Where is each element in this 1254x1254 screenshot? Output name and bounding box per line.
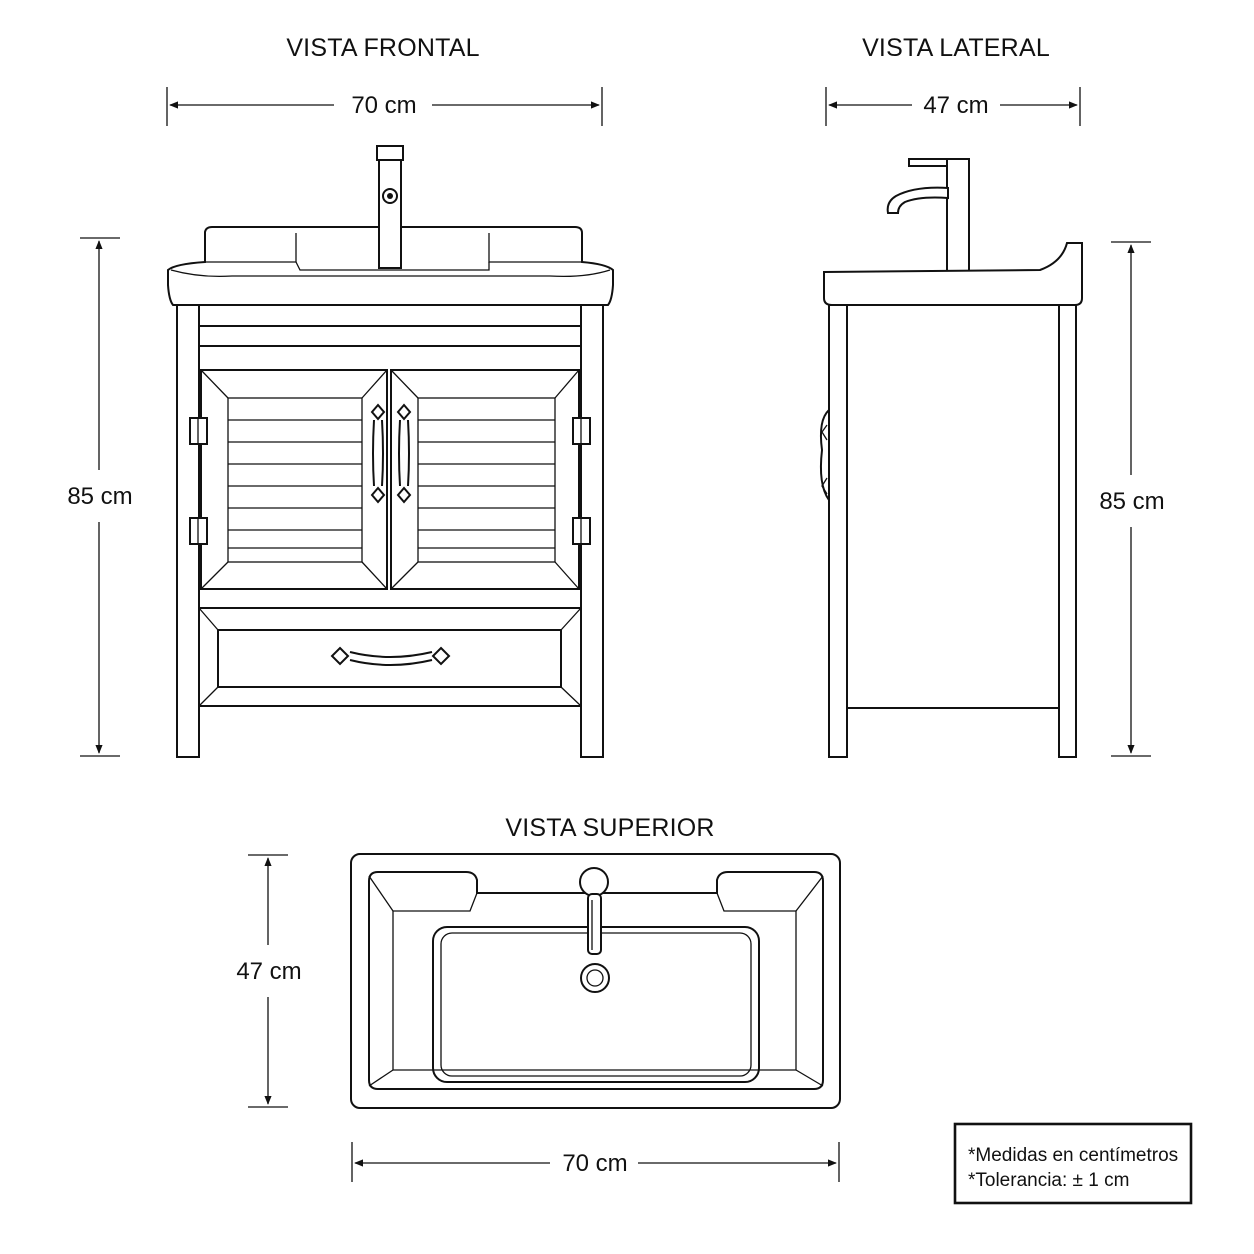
front-right-door (390, 369, 580, 590)
front-height-label: 85 cm (67, 483, 132, 510)
note-measurements: *Medidas en centímetros (968, 1145, 1178, 1166)
front-view-title: VISTA FRONTAL (286, 34, 479, 62)
front-left-door (200, 369, 388, 590)
front-view: VISTA FRONTAL 70 cm 85 cm (67, 34, 614, 758)
side-view-title: VISTA LATERAL (862, 34, 1050, 62)
note-tolerance: *Tolerancia: ± 1 cm (968, 1170, 1129, 1191)
side-view: VISTA LATERAL 47 cm 85 cm (819, 34, 1165, 758)
side-cabinet (819, 304, 1077, 758)
front-width-dimension: 70 cm (166, 87, 603, 126)
top-basin (350, 853, 841, 1109)
top-view: VISTA SUPERIOR 47 cm 70 cm (236, 814, 841, 1182)
front-hinges (189, 417, 591, 545)
top-width-dimension: 70 cm (351, 1142, 840, 1182)
side-depth-label: 47 cm (923, 92, 988, 119)
side-basin (823, 242, 1083, 306)
side-height-label: 85 cm (1099, 488, 1164, 515)
side-depth-dimension: 47 cm (825, 87, 1081, 126)
top-width-label: 70 cm (562, 1150, 627, 1177)
top-depth-dimension: 47 cm (236, 854, 302, 1108)
top-drain (580, 963, 610, 993)
front-door-handles (370, 403, 412, 504)
top-depth-label: 47 cm (236, 958, 301, 985)
side-height-dimension: 85 cm (1099, 241, 1165, 757)
notes-box: *Medidas en centímetros *Tolerancia: ± 1… (953, 1122, 1193, 1205)
side-faucet (886, 158, 970, 272)
front-apron (198, 325, 582, 347)
top-faucet (579, 867, 609, 955)
front-faucet (376, 145, 404, 269)
top-view-title: VISTA SUPERIOR (505, 814, 714, 842)
front-height-dimension: 85 cm (67, 237, 133, 757)
front-width-label: 70 cm (351, 92, 416, 119)
front-drawer (198, 607, 582, 707)
